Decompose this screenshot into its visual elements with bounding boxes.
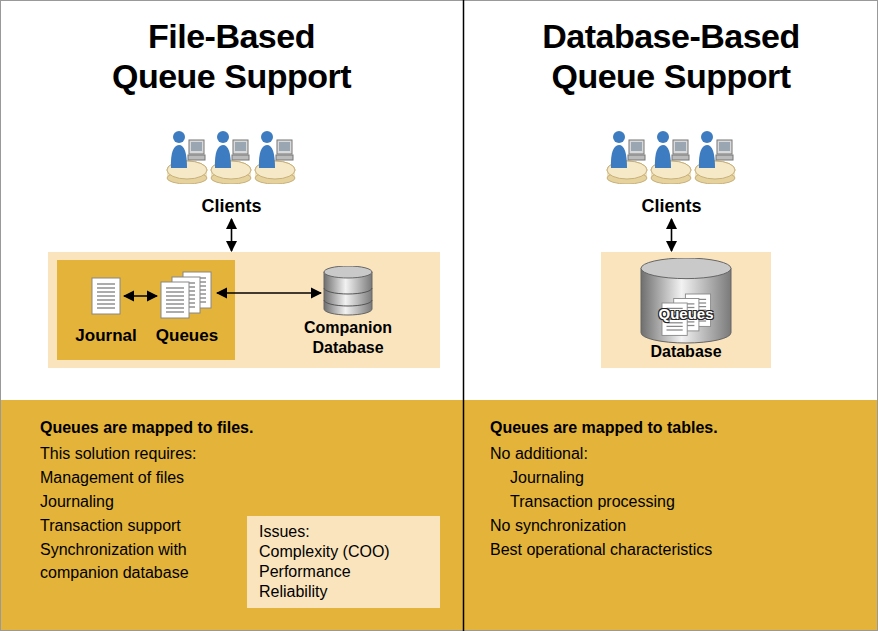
description-band: Queues are mapped to tables. No additiona… bbox=[464, 400, 878, 631]
companion-database: Companion Database bbox=[288, 264, 408, 362]
description-band: Queues are mapped to files. This solution… bbox=[0, 400, 463, 631]
node-label: Queues are mapped to files. bbox=[40, 416, 253, 439]
node-label: This solution requires: bbox=[40, 442, 197, 465]
queue-system-box: Journal Queues Companion Database bbox=[48, 252, 440, 368]
queue-files-icon bbox=[159, 270, 215, 320]
node-label: Clients bbox=[605, 196, 738, 216]
queue-files: Queues bbox=[148, 270, 226, 350]
queue-tables: Queues bbox=[641, 302, 731, 326]
node-label: Best operational characteristics bbox=[490, 538, 712, 561]
node-label: Journaling bbox=[510, 466, 584, 489]
panel: File-Based Queue SupportClientsJournal Qu… bbox=[0, 0, 463, 400]
client-icons bbox=[165, 118, 298, 184]
panel-heading: File-Based Queue Support bbox=[97, 16, 367, 96]
database-cylinder bbox=[640, 258, 732, 344]
issues-box: Issues:Complexity (COO)PerformanceReliab… bbox=[247, 516, 440, 608]
database-box: Database Queues bbox=[601, 252, 771, 368]
node-label: Performance bbox=[259, 562, 428, 582]
database-cylinder bbox=[323, 266, 373, 316]
node-label: Reliability bbox=[259, 582, 428, 602]
double-arrow bbox=[217, 292, 321, 294]
node-label: Synchronization with companion database bbox=[40, 538, 236, 584]
panel: Database-Based Queue SupportClientsDatab… bbox=[464, 0, 878, 400]
node-label: Issues: bbox=[259, 522, 428, 542]
client-group: Clients bbox=[165, 118, 298, 218]
panel-heading: Database-Based Queue Support bbox=[516, 16, 826, 96]
node-label: Journal bbox=[70, 326, 142, 346]
node-label: Queues bbox=[641, 302, 731, 326]
node-label: Transaction processing bbox=[510, 490, 675, 513]
double-arrow bbox=[124, 295, 157, 297]
double-arrow bbox=[231, 219, 233, 251]
node-label: Queues bbox=[148, 326, 226, 346]
node-label: Database bbox=[601, 342, 771, 362]
node-label: Clients bbox=[165, 196, 298, 216]
node-label: Companion Database bbox=[288, 318, 408, 358]
journal-file: Journal bbox=[70, 270, 142, 350]
client-group: Clients bbox=[605, 118, 738, 218]
node-label: Complexity (COO) bbox=[259, 542, 428, 562]
journal-icon bbox=[90, 274, 122, 318]
node-label: No additional: bbox=[490, 442, 588, 465]
node-label: Journaling bbox=[40, 490, 114, 513]
double-arrow bbox=[671, 219, 673, 251]
node-label: Management of files bbox=[40, 466, 184, 489]
node-label: No synchronization bbox=[490, 514, 626, 537]
node-label: Transaction support bbox=[40, 514, 181, 537]
node-label: Queues are mapped to tables. bbox=[490, 416, 718, 439]
client-icons bbox=[605, 118, 738, 184]
